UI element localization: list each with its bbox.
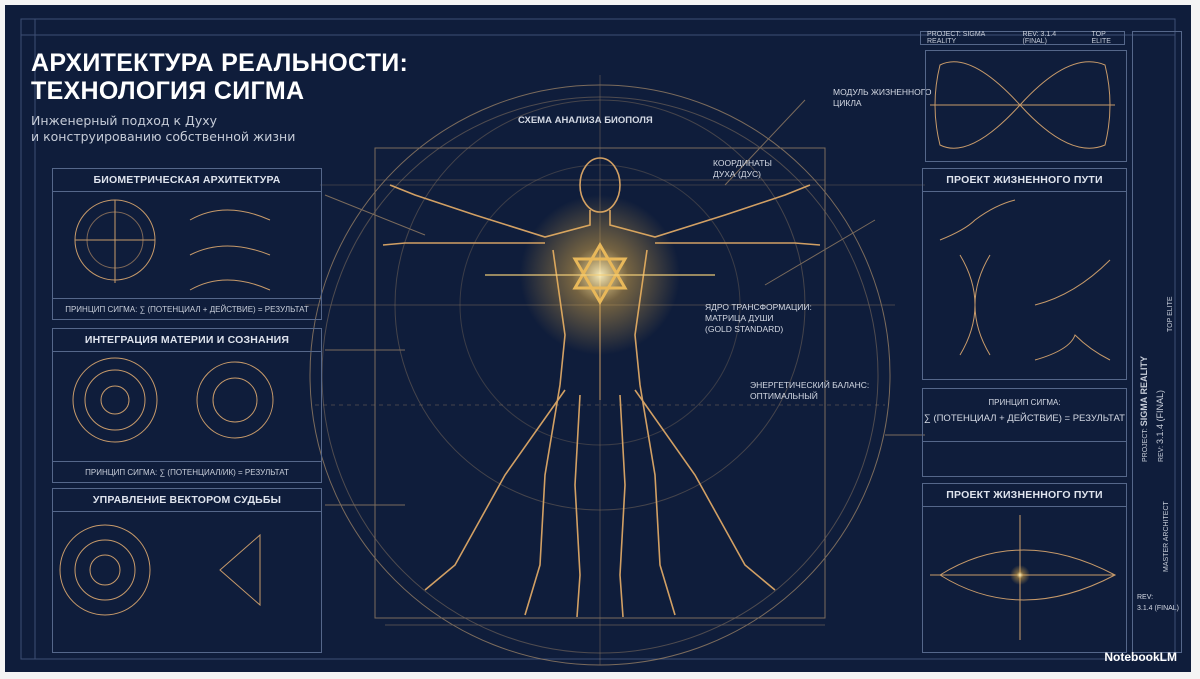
panel-title: ИНТЕГРАЦИЯ МАТЕРИИ И СОЗНАНИЯ — [53, 329, 321, 352]
panel-destiny-vector: УПРАВЛЕНИЕ ВЕКТОРОМ СУДЬБЫ — [52, 488, 322, 653]
page-subtitle: Инженерный подход к Духу и конструирован… — [31, 113, 295, 145]
strip-rev: REV: 3.1.4 (FINAL) — [1155, 389, 1165, 462]
callout-text: КООРДИНАТЫ — [713, 158, 772, 168]
panel-lifecycle-diagram — [925, 50, 1127, 162]
strip-rev-box: REV: 3.1.4 (FINAL) — [1137, 594, 1180, 612]
principle-label: ПРИНЦИП СИГМА: — [988, 398, 1061, 407]
callout-text: ОПТИМАЛЬНЫЙ — [750, 391, 818, 401]
side-title-strip: PROJECT: SIGMA REALITY REV: 3.1.4 (FINAL… — [1132, 31, 1182, 653]
panel-footer: ПРИНЦИП СИГМА: ∑ (ПОТЕНЦИАЛ + ДЕЙСТВИЕ) … — [53, 298, 321, 319]
panel-life-path-1: ПРОЕКТ ЖИЗНЕННОГО ПУТИ — [922, 168, 1127, 380]
panel-title: УПРАВЛЕНИЕ ВЕКТОРОМ СУДЬБЫ — [53, 489, 321, 512]
title-block: PROJECT: SIGMA REALITY REV: 3.1.4 (FINAL… — [920, 31, 1125, 45]
callout-lifecycle: МОДУЛЬ ЖИЗНЕННОГО ЦИКЛА — [833, 87, 932, 109]
callout-text: ЭНЕРГЕТИЧЕСКИЙ БАЛАНС: — [750, 380, 870, 390]
revision-label: REV: 3.1.4 (FINAL) — [1022, 31, 1057, 45]
center-diagram-title: СХЕМА АНАЛИЗА БИОПОЛЯ — [518, 115, 653, 126]
callout-text: ДУХА (ДУС) — [713, 169, 762, 179]
subtitle-line-1: Инженерный подход к Духу — [31, 113, 218, 128]
blueprint-graphics — [20, 18, 1176, 666]
panel-title: ПРОЕКТ ЖИЗНЕННОГО ПУТИ — [923, 484, 1126, 507]
callout-coordinates: КООРДИНАТЫ ДУХА (ДУС) — [713, 158, 772, 180]
infographic-canvas: АРХИТЕКТУРА РЕАЛЬНОСТИ: ТЕХНОЛОГИЯ СИГМА… — [5, 5, 1191, 672]
panel-biometric-architecture: БИОМЕТРИЧЕСКАЯ АРХИТЕКТУРА ПРИНЦИП СИГМА… — [52, 168, 322, 320]
callout-text: МОДУЛЬ ЖИЗНЕННОГО — [833, 87, 932, 97]
panel-footer: ПРИНЦИП СИГМА: ∑ (ПОТЕНЦИАЛ/ИК) = РЕЗУЛЬ… — [53, 461, 321, 482]
callout-text: ЯДРО ТРАНСФОРМАЦИИ: — [705, 302, 812, 312]
panel-illustrations-left — [59, 199, 274, 616]
callout-energy-balance: ЭНЕРГЕТИЧЕСКИЙ БАЛАНС: ОПТИМАЛЬНЫЙ — [750, 380, 869, 402]
project-label: PROJECT: SIGMA REALITY — [927, 31, 985, 45]
strip-architect: MASTER ARCHITECT — [1163, 501, 1170, 572]
panel-life-path-2: ПРОЕКТ ЖИЗНЕННОГО ПУТИ — [922, 483, 1127, 653]
page-title: АРХИТЕКТУРА РЕАЛЬНОСТИ: ТЕХНОЛОГИЯ СИГМА — [31, 49, 408, 105]
panel-sigma-principle: ПРИНЦИП СИГМА: ∑ (ПОТЕНЦИАЛ + ДЕЙСТВИЕ) … — [922, 388, 1127, 477]
subtitle-line-2: и конструированию собственной жизни — [31, 129, 296, 144]
title-line-1: АРХИТЕКТУРА РЕАЛЬНОСТИ: — [31, 49, 409, 77]
panel-matter-consciousness: ИНТЕГРАЦИЯ МАТЕРИИ И СОЗНАНИЯ ПРИНЦИП СИ… — [52, 328, 322, 483]
panel-title: БИОМЕТРИЧЕСКАЯ АРХИТЕКТУРА — [53, 169, 321, 192]
principle-formula: ∑ (ПОТЕНЦИАЛ + ДЕЙСТВИЕ) = РЕЗУЛЬТАТ — [924, 413, 1125, 424]
class-label: TOP ELITE — [1091, 31, 1111, 45]
callout-transformation-core: ЯДРО ТРАНСФОРМАЦИИ: МАТРИЦА ДУШИ (GOLD S… — [705, 302, 812, 335]
callout-text: (GOLD STANDARD) — [705, 324, 784, 334]
notebooklm-logo: NotebookLM — [1104, 650, 1177, 664]
callout-text: ЦИКЛА — [833, 98, 862, 108]
construction-geometry — [305, 75, 925, 666]
star-of-david-icon — [572, 242, 628, 305]
border-frame — [20, 18, 1176, 660]
strip-class: TOP ELITE — [1167, 296, 1174, 332]
panel-title: ПРОЕКТ ЖИЗНЕННОГО ПУТИ — [923, 169, 1126, 192]
strip-project: PROJECT: SIGMA REALITY — [1139, 356, 1149, 462]
title-line-2: ТЕХНОЛОГИЯ СИГМА — [31, 77, 305, 105]
callout-text: МАТРИЦА ДУШИ — [705, 313, 774, 323]
